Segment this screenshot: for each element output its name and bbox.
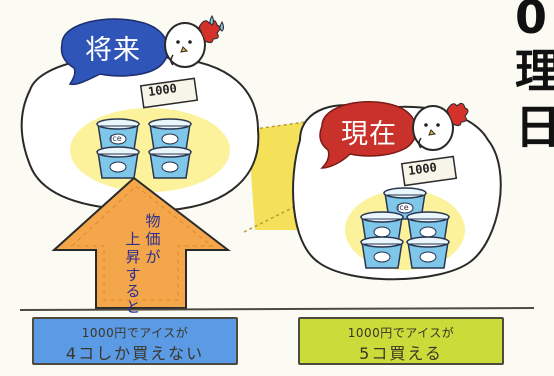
cut-off-heading-char: 0: [515, 0, 548, 44]
cut-off-heading-char: 理: [515, 44, 554, 98]
sweat-drop-icon: [209, 14, 224, 32]
arrow-text-char: す: [125, 266, 141, 284]
arrow-text-char: 上: [125, 230, 141, 248]
ground-line: [19, 307, 535, 311]
arrow-text-char: と: [125, 298, 141, 316]
arrow-text-char: 価: [145, 230, 161, 248]
current-label: 現在: [341, 119, 397, 150]
future-caption-line1: 1000円でアイスが: [81, 326, 189, 340]
future-label: 将来: [85, 35, 141, 66]
future-price-tag: [139, 77, 199, 109]
current-label-bubble: [319, 101, 418, 169]
arrow-text-char: 物: [145, 212, 161, 230]
future-caption-line2: 4コしか買えない: [65, 344, 205, 363]
arrow-text-char: 昇: [125, 248, 141, 266]
cut-off-heading-char: 日: [515, 100, 554, 154]
future-label-bubble: [60, 18, 169, 86]
ice-label-text: Ice: [110, 134, 122, 143]
ice-label-text: Ice: [397, 203, 409, 212]
current-price-tag: [400, 155, 458, 187]
arrow-text-char: る: [125, 282, 141, 300]
chicken-character-icon: [164, 19, 221, 68]
current-caption-line2: 5コ買える: [359, 344, 443, 363]
future-caption-box: 1000円でアイスが 4コしか買えない: [32, 317, 238, 365]
current-caption-box: 1000円でアイスが 5コ買える: [298, 317, 504, 365]
current-caption-line1: 1000円でアイスが: [347, 326, 455, 340]
arrow-text-char: が: [145, 248, 161, 266]
rising-price-arrow: [51, 176, 231, 309]
